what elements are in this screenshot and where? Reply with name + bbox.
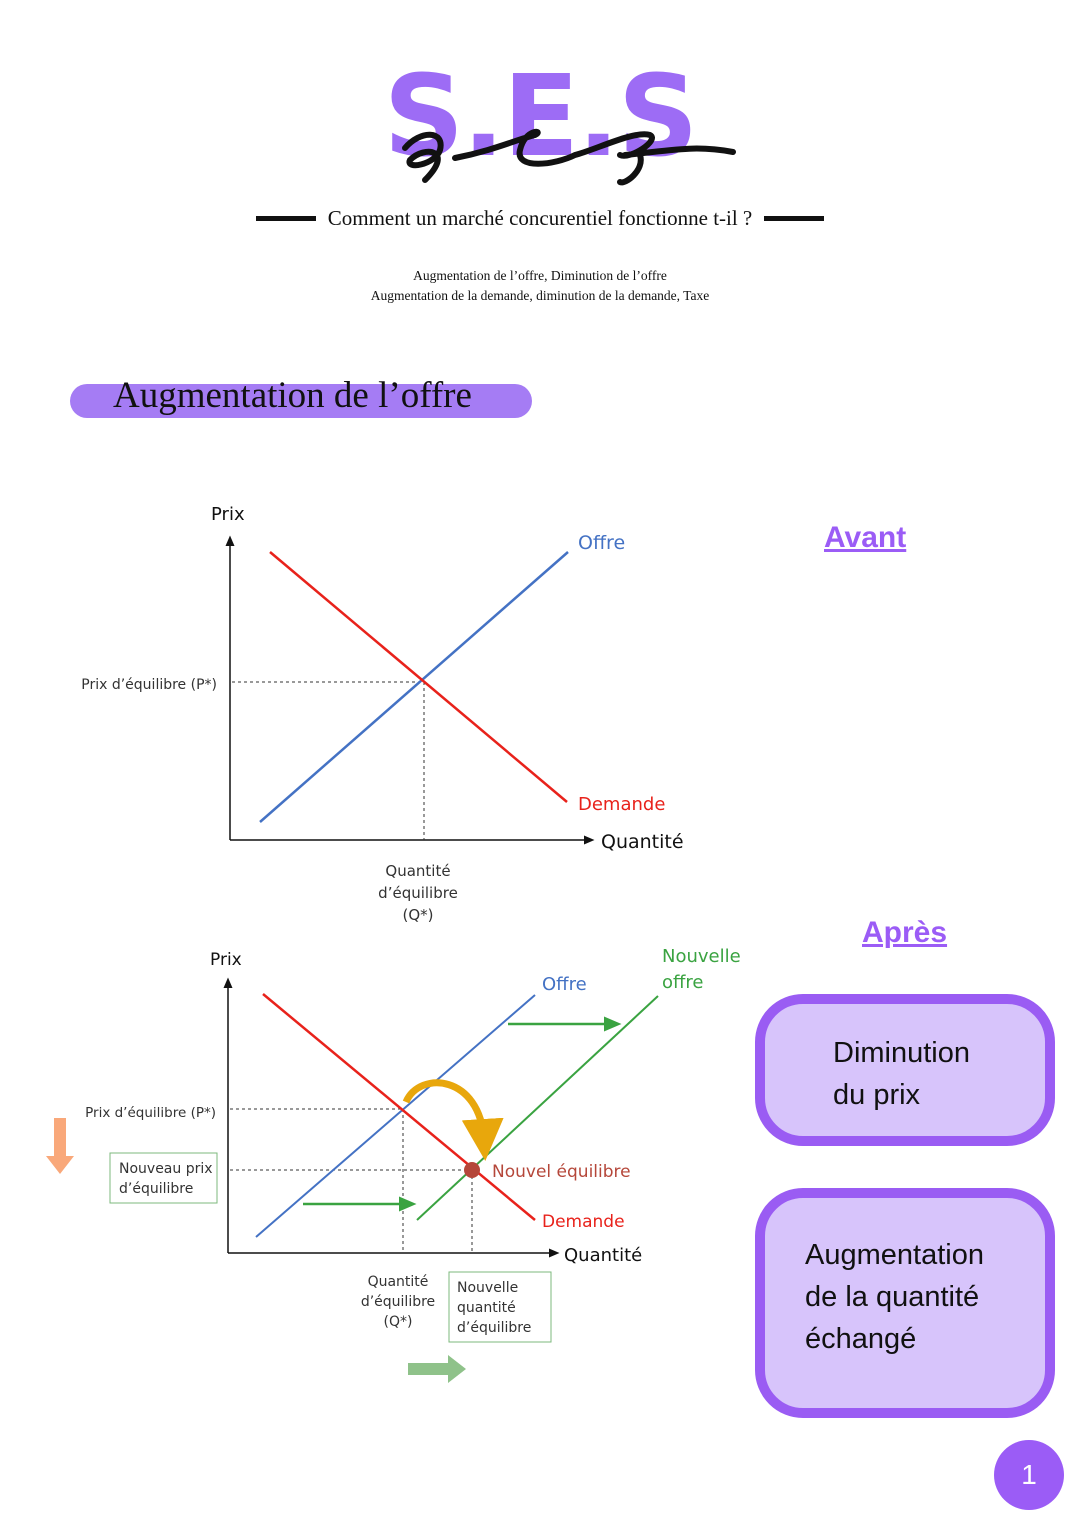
divider bbox=[764, 216, 825, 221]
avant-heading: Avant bbox=[824, 521, 907, 554]
new-equilibrium-point bbox=[464, 1162, 480, 1178]
new-supply-label: offre bbox=[662, 972, 704, 993]
supply-label: Offre bbox=[578, 532, 625, 554]
section-highlight bbox=[70, 384, 532, 418]
price-eq-label: Prix d’équilibre (P*) bbox=[81, 677, 217, 693]
x-axis-label: Quantité bbox=[564, 1245, 642, 1266]
signature-squiggle bbox=[402, 128, 736, 186]
qty-eq-label: (Q*) bbox=[384, 1314, 413, 1330]
new-price-label: Nouveau prix bbox=[119, 1161, 213, 1177]
arrow-down-icon bbox=[46, 1118, 74, 1174]
card-line: de la quantité bbox=[805, 1281, 980, 1313]
x-axis-label: Quantité bbox=[601, 831, 684, 853]
curved-arrow-icon bbox=[402, 1079, 504, 1161]
chart-apres: Prix Quantité Offre Demande Nouvelle off… bbox=[46, 946, 741, 1383]
demand-line bbox=[262, 993, 536, 1221]
new-equilibrium-label: Nouvel équilibre bbox=[492, 1162, 631, 1182]
new-supply-label: Nouvelle bbox=[662, 946, 741, 967]
apres-heading: Après bbox=[862, 916, 948, 949]
price-decrease-card: Diminution du prix bbox=[755, 994, 1055, 1146]
new-supply-line bbox=[416, 995, 659, 1221]
supply-line bbox=[255, 994, 536, 1238]
card-line: Augmentation bbox=[805, 1239, 984, 1271]
price-eq-label: Prix d’équilibre (P*) bbox=[85, 1105, 216, 1121]
demand-label: Demande bbox=[542, 1212, 625, 1232]
topics-line: Augmentation de la demande, diminution d… bbox=[370, 288, 710, 303]
chart-avant: Prix Quantité Offre Demande Prix d’équil… bbox=[81, 504, 684, 924]
card-line: échangé bbox=[805, 1323, 917, 1355]
subtitle-row: Comment un marché concurentiel fonctionn… bbox=[0, 206, 1080, 231]
qty-eq-label: Quantité bbox=[385, 862, 450, 880]
new-qty-label: Nouvelle bbox=[457, 1280, 518, 1296]
demand-label: Demande bbox=[578, 794, 665, 815]
y-axis-label: Prix bbox=[211, 504, 245, 525]
qty-eq-label: d’équilibre bbox=[361, 1294, 435, 1310]
new-qty-box bbox=[448, 1271, 552, 1343]
page-number: 1 bbox=[994, 1440, 1064, 1510]
topics: Augmentation de l’offre, Diminution de l… bbox=[0, 266, 1080, 306]
new-price-label: d’équilibre bbox=[119, 1181, 193, 1197]
demand-line bbox=[269, 551, 568, 803]
page-subtitle: Comment un marché concurentiel fonctionn… bbox=[327, 206, 753, 230]
new-qty-label: quantité bbox=[457, 1300, 516, 1316]
new-qty-label: d’équilibre bbox=[457, 1320, 531, 1336]
section-title: Augmentation de l’offre bbox=[113, 375, 472, 416]
divider bbox=[255, 216, 316, 221]
supply-line bbox=[259, 551, 569, 823]
qty-eq-label: d’équilibre bbox=[378, 884, 458, 902]
quantity-increase-card: Augmentation de la quantité échangé bbox=[755, 1188, 1055, 1418]
qty-eq-label: Quantité bbox=[368, 1274, 429, 1290]
supply-label: Offre bbox=[542, 974, 587, 995]
topics-line: Augmentation de l’offre, Diminution de l… bbox=[413, 268, 667, 283]
card-line: du prix bbox=[833, 1079, 921, 1111]
arrow-right-icon bbox=[408, 1355, 466, 1383]
y-axis-label: Prix bbox=[210, 950, 242, 970]
qty-eq-label: (Q*) bbox=[402, 906, 433, 924]
new-price-box bbox=[109, 1152, 218, 1204]
card-line: Diminution bbox=[833, 1037, 970, 1069]
